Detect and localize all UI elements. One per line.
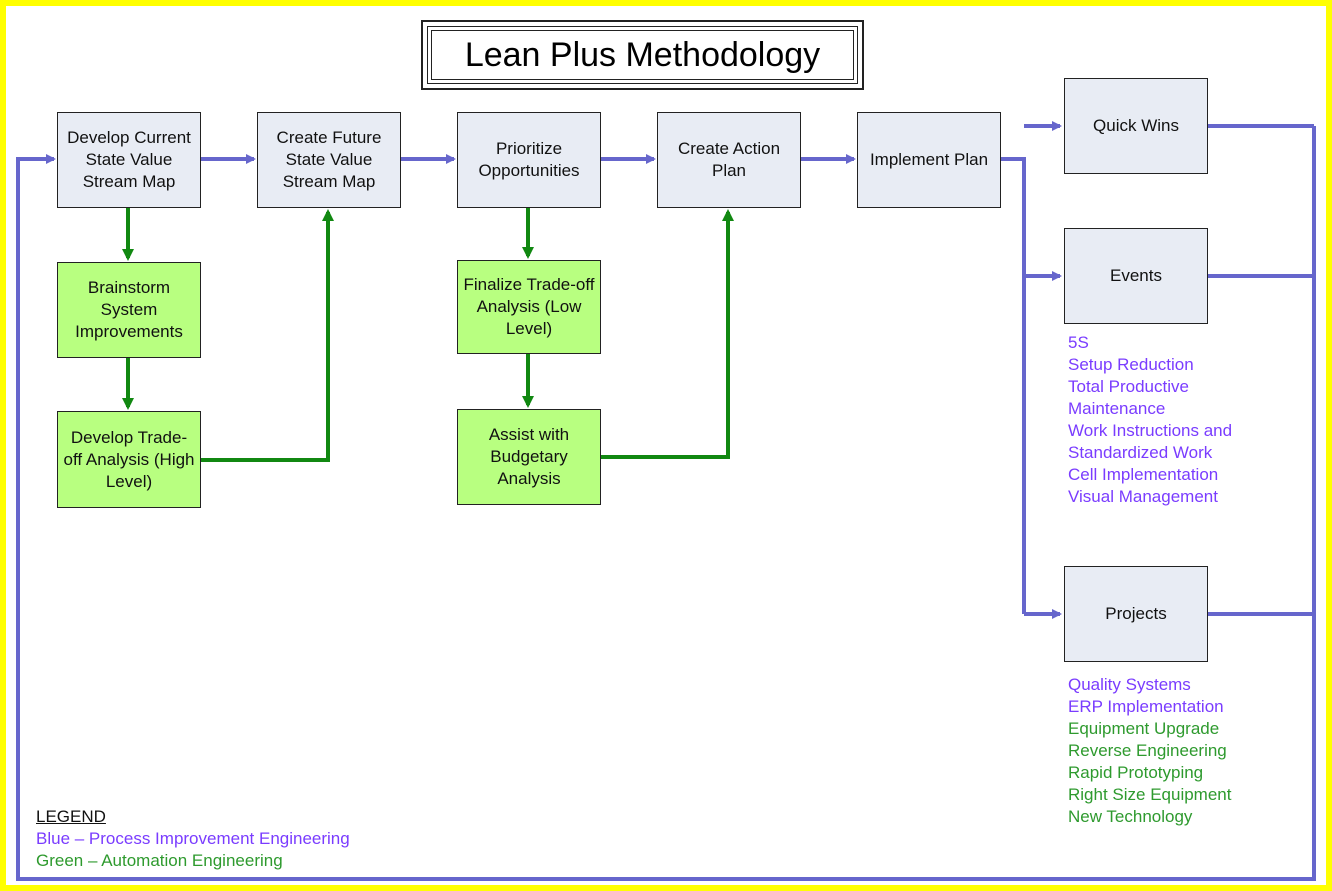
list-item: Total Productive	[1068, 377, 1189, 396]
title-frame-inner	[427, 26, 858, 84]
list-item: Cell Implementation	[1068, 465, 1219, 484]
node-quick-wins: Quick Wins	[1064, 78, 1208, 174]
list-item: Equipment Upgrade	[1068, 719, 1220, 738]
node-events: Events	[1064, 228, 1208, 324]
node-develop-tradeoff: Develop Trade-off Analysis (High Level)	[57, 411, 201, 508]
feedback-loop	[16, 126, 1316, 881]
branch-trunk	[1000, 157, 1026, 614]
node-create-future-state: Create Future State Value Stream Map	[257, 112, 401, 208]
node-create-action-plan: Create Action Plan	[657, 112, 801, 208]
page-title: Lean Plus Methodology	[431, 30, 854, 80]
legend: LEGEND Blue – Process Improvement Engine…	[36, 806, 350, 872]
legend-blue: Blue – Process Improvement Engineering	[36, 829, 350, 848]
arrow-budgetary-to-action	[600, 209, 734, 459]
list-item: Visual Management	[1068, 487, 1218, 506]
list-item: Reverse Engineering	[1068, 741, 1227, 760]
node-finalize-tradeoff: Finalize Trade-off Analysis (Low Level)	[457, 260, 601, 354]
list-item: Right Size Equipment	[1068, 785, 1232, 804]
projects-list: Quality Systems ERP Implementation Equip…	[1068, 674, 1231, 828]
node-prioritize-opportunities: Prioritize Opportunities	[457, 112, 601, 208]
list-item: Work Instructions and	[1068, 421, 1233, 440]
arrow-tradeoff-to-future	[200, 209, 334, 462]
node-projects: Projects	[1064, 566, 1208, 662]
list-item: Rapid Prototyping	[1068, 763, 1204, 782]
events-list: 5S Setup Reduction Total Productive Main…	[1068, 332, 1232, 508]
node-implement-plan: Implement Plan	[857, 112, 1001, 208]
list-item: Standardized Work	[1068, 443, 1213, 462]
list-item: Setup Reduction	[1068, 355, 1194, 374]
node-develop-current-state: Develop Current State Value Stream Map	[57, 112, 201, 208]
list-item: ERP Implementation	[1068, 697, 1224, 716]
legend-green: Green – Automation Engineering	[36, 851, 283, 870]
list-item: Quality Systems	[1068, 675, 1191, 694]
list-item: 5S	[1068, 333, 1089, 352]
list-item: New Technology	[1068, 807, 1193, 826]
node-budgetary-analysis: Assist with Budgetary Analysis	[457, 409, 601, 505]
legend-title: LEGEND	[36, 807, 106, 826]
list-item: Maintenance	[1068, 399, 1166, 418]
title-frame: Lean Plus Methodology	[421, 20, 864, 90]
node-brainstorm: Brainstorm System Improvements	[57, 262, 201, 358]
